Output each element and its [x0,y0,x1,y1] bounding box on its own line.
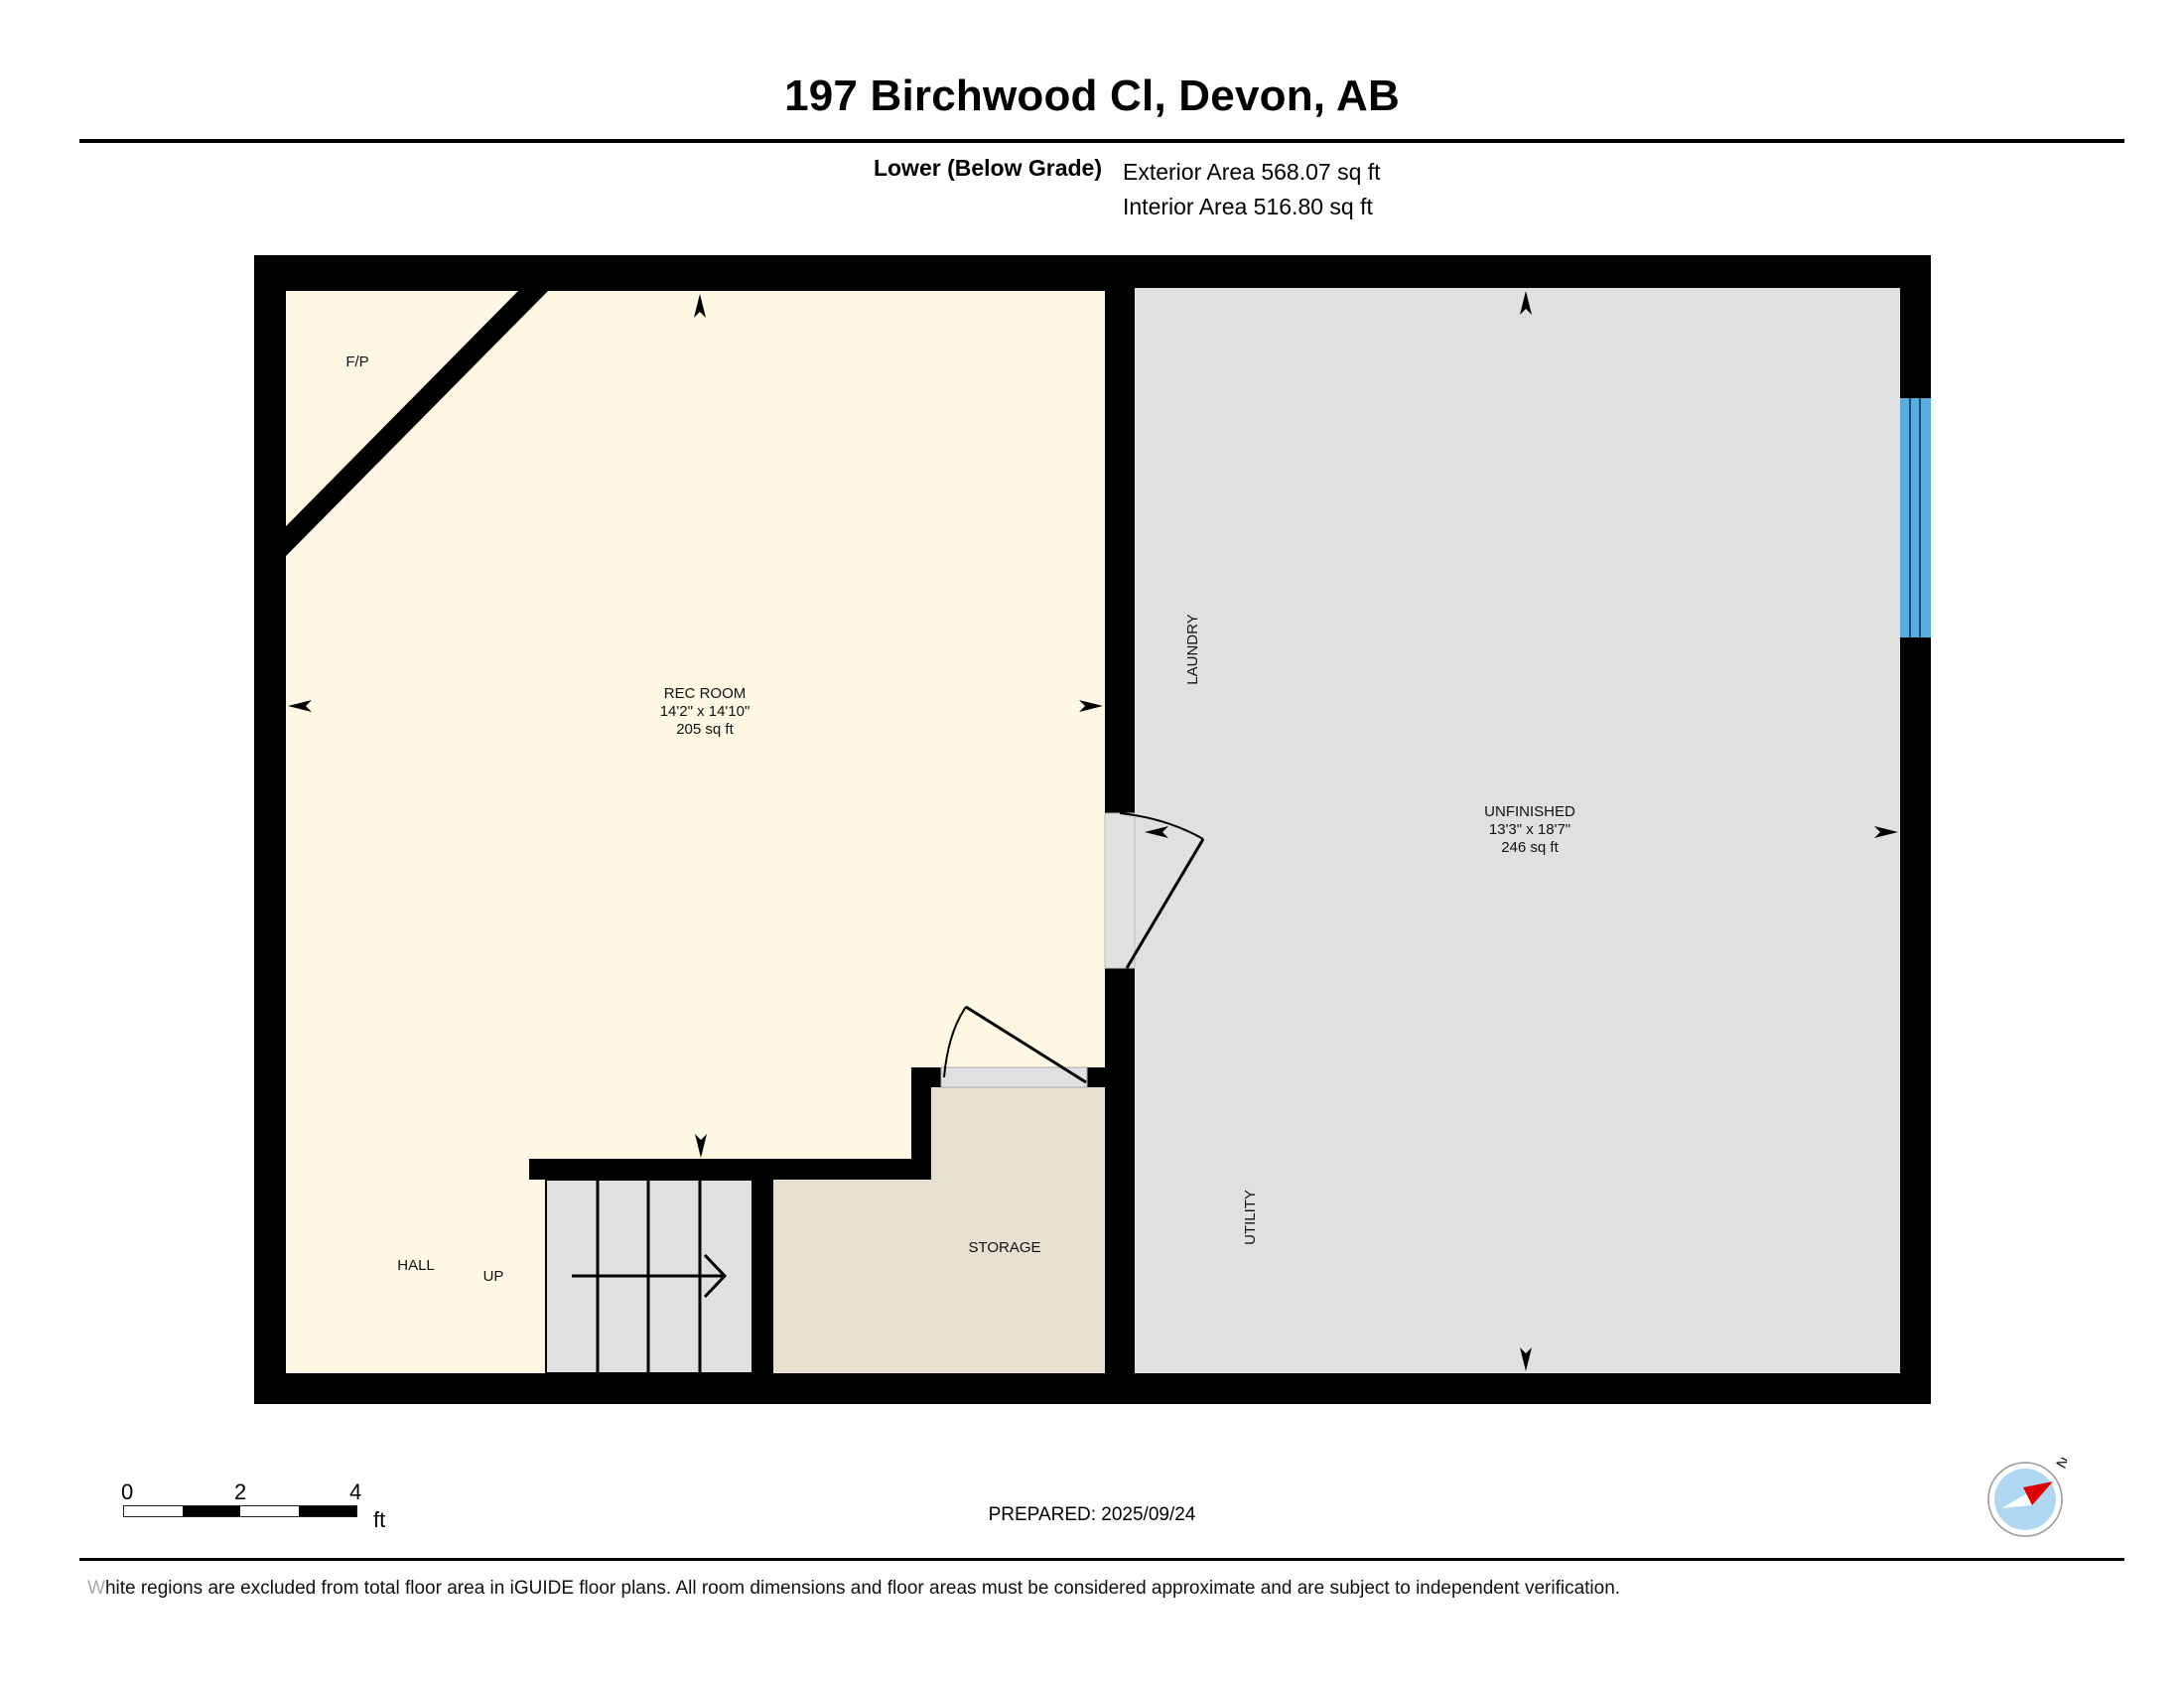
unfinished-floor [1135,288,1900,1373]
room-area-rec-room: 205 sq ft [676,721,734,738]
window [1900,398,1931,637]
arrow-up-icon [1520,291,1532,315]
footer-divider [79,1558,2124,1561]
storage-floor [773,1087,1105,1373]
arrow-right-icon [1874,826,1898,838]
room-name-unfinished: UNFINISHED [1484,803,1575,820]
exterior-area: Exterior Area 568.07 sq ft [1123,159,1381,185]
disclaimer: White regions are excluded from total fl… [87,1578,1620,1600]
room-name-hall: HALL [397,1257,435,1274]
scale-tick-2: 2 [234,1479,247,1504]
area-summary: Exterior Area 568.07 sq ft Interior Area… [1123,155,1381,224]
arrow-up-icon [694,294,706,318]
page-title: 197 Birchwood Cl, Devon, AB [784,71,1400,120]
arrow-down-icon [695,1134,707,1158]
room-name-utility: UTILITY [1242,1190,1259,1245]
storage-step-wall [911,1067,931,1180]
compass-icon: N [1987,1458,2067,1537]
interior-area: Interior Area 516.80 sq ft [1123,194,1373,219]
arrow-right-icon [1079,700,1103,712]
prepared-date: PREPARED: 2025/09/24 [988,1504,1196,1525]
door-laundry[interactable] [1104,812,1205,969]
scale-unit: ft [373,1507,386,1532]
fireplace-wall [286,291,548,556]
arrow-left-icon [1145,826,1168,838]
room-name-rec-room: REC ROOM [664,685,747,702]
compass-north-label: N [2053,1458,2067,1472]
scale-bar [123,1505,357,1517]
stairs-up-label: UP [483,1268,504,1285]
disclaimer-text: hite regions are excluded from total flo… [104,1578,1621,1599]
door-storage[interactable] [940,1005,1088,1088]
arrow-down-icon [1520,1347,1532,1371]
room-name-fireplace: F/P [345,353,368,370]
room-dimensions-rec-room: 14'2" x 14'10" [660,703,751,720]
room-area-unfinished: 246 sq ft [1501,839,1559,856]
scale-tick-0: 0 [121,1479,134,1504]
level-label: Lower (Below Grade) [873,155,1102,181]
middle-wall-bottom [1105,968,1135,1385]
header-divider [79,139,2124,143]
stair-top-wall [529,1159,931,1180]
storage-top-wall-left [911,1067,941,1087]
dimension-arrows [288,291,1898,1371]
room-dimensions-unfinished: 13'3" x 18'7" [1489,821,1570,838]
staircase[interactable] [545,1179,753,1374]
disclaimer-first-letter: W [87,1578,105,1599]
scale-tick-4: 4 [349,1479,362,1504]
stair-divider-wall [752,1159,773,1373]
room-name-laundry: LAUNDRY [1184,614,1201,684]
rec-room-floor [286,291,1105,1373]
middle-wall-top [1105,255,1135,813]
arrow-left-icon [288,700,312,712]
room-name-storage: STORAGE [968,1239,1040,1256]
